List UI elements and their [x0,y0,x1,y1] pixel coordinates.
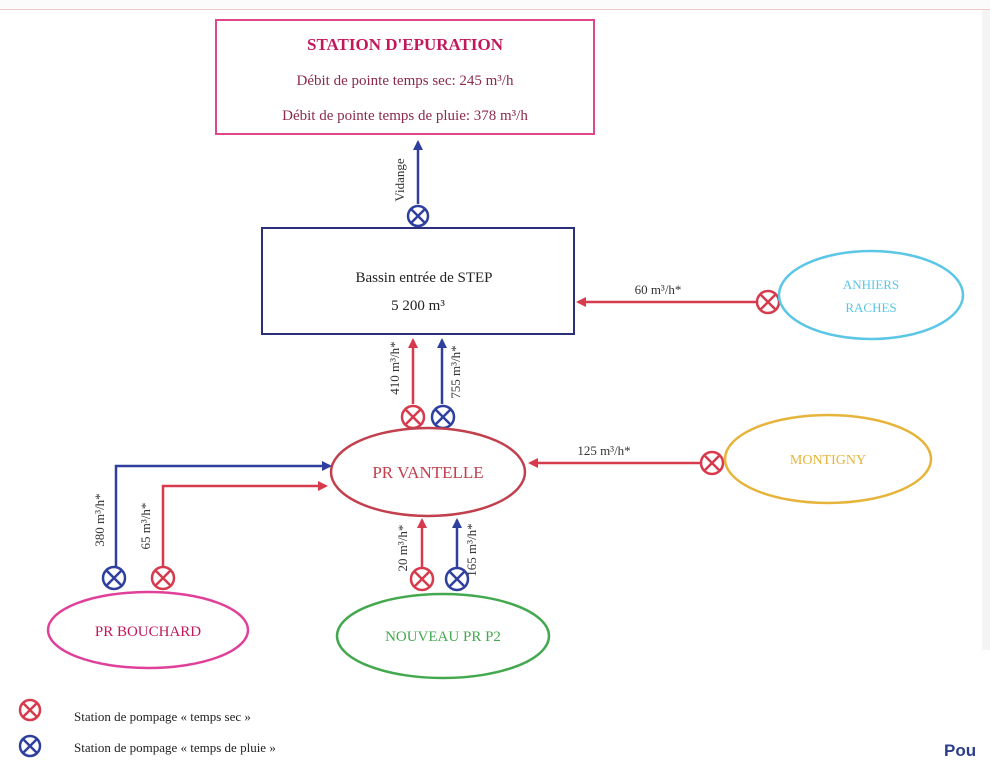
montigny-node: MONTIGNY [723,413,933,505]
top-strip [0,0,990,10]
vantelle-bassin-links: 410 m³/h* 755 m³/h* [387,338,463,430]
vidange-link: Vidange [392,140,430,228]
vantelle-rain-flow-label: 755 m³/h* [448,345,463,398]
bouchard-links: 380 m³/h* 65 m³/h* [92,461,332,591]
anhiers-link: 60 m³/h* [576,282,781,315]
legend-rain-label: Station de pompage « temps de pluie » [74,740,276,755]
legend: Station de pompage « temps sec » Station… [18,698,276,758]
bassin-box [261,227,575,335]
right-edge [982,10,990,650]
montigny-pump-dry-icon [699,450,725,476]
anhiers-node: ANHIERS RACHES [777,249,965,341]
station-dry-capacity: Débit de pointe temps sec: 245 m³/h [297,73,514,89]
p2-rain-flow-label: 165 m³/h* [464,523,479,576]
vantelle-pump-rain-icon [430,404,456,430]
cropped-corner-text: Pou [944,741,977,760]
p2-pump-dry-icon [409,566,435,592]
p2-pump-rain-icon [444,566,470,592]
montigny-flow-label: 125 m³/h* [577,443,630,458]
p2-dry-flow-label: 20 m³/h* [395,525,410,572]
legend-rain-icon [18,734,42,758]
station-epuration: STATION D'EPURATION Débit de pointe temp… [215,19,595,135]
bouchard-rain-arrow [114,461,332,570]
montigny-label: MONTIGNY [790,453,866,468]
vantelle-node: PR VANTELLE [329,426,527,518]
vantelle-dry-flow-label: 410 m³/h* [387,341,402,394]
bouchard-rain-flow-label: 380 m³/h* [92,493,107,546]
montigny-ellipse [723,413,933,505]
p2-label: NOUVEAU PR P2 [385,629,501,645]
bouchard-node: PR BOUCHARD [46,590,250,670]
anhiers-label-1: ANHIERS [843,277,899,292]
vantelle-pump-dry-icon [400,404,426,430]
vantelle-ellipse [329,426,527,518]
bassin-volume: 5 200 m³ [391,298,445,314]
bouchard-pump-rain-icon [101,565,127,591]
anhiers-pump-dry-icon [755,289,781,315]
bouchard-label: PR BOUCHARD [95,624,201,640]
p2-node: NOUVEAU PR P2 [335,592,551,680]
legend-dry-icon [18,698,42,722]
vidange-label: Vidange [392,158,407,201]
anhiers-flow-label: 60 m³/h* [635,282,682,297]
bouchard-dry-flow-label: 65 m³/h* [138,503,153,550]
bouchard-dry-arrow [161,481,328,570]
vidange-pump-rain-icon [406,204,430,228]
bouchard-pump-dry-icon [150,565,176,591]
vantelle-label: PR VANTELLE [372,463,483,482]
legend-dry-label: Station de pompage « temps sec » [74,709,251,724]
station-title: STATION D'EPURATION [307,35,504,54]
station-rain-capacity: Débit de pointe temps de pluie: 378 m³/h [282,108,528,124]
anhiers-label-2: RACHES [845,300,896,315]
montigny-link: 125 m³/h* [528,443,725,476]
p2-links: 20 m³/h* 165 m³/h* [395,518,479,592]
station-box [215,19,595,135]
bassin-title: Bassin entrée de STEP [355,270,492,286]
p2-ellipse [335,592,551,680]
anhiers-ellipse [777,249,965,341]
frame-border [0,9,990,10]
bouchard-ellipse [46,590,250,670]
bassin-entree: Bassin entrée de STEP 5 200 m³ [261,227,575,335]
